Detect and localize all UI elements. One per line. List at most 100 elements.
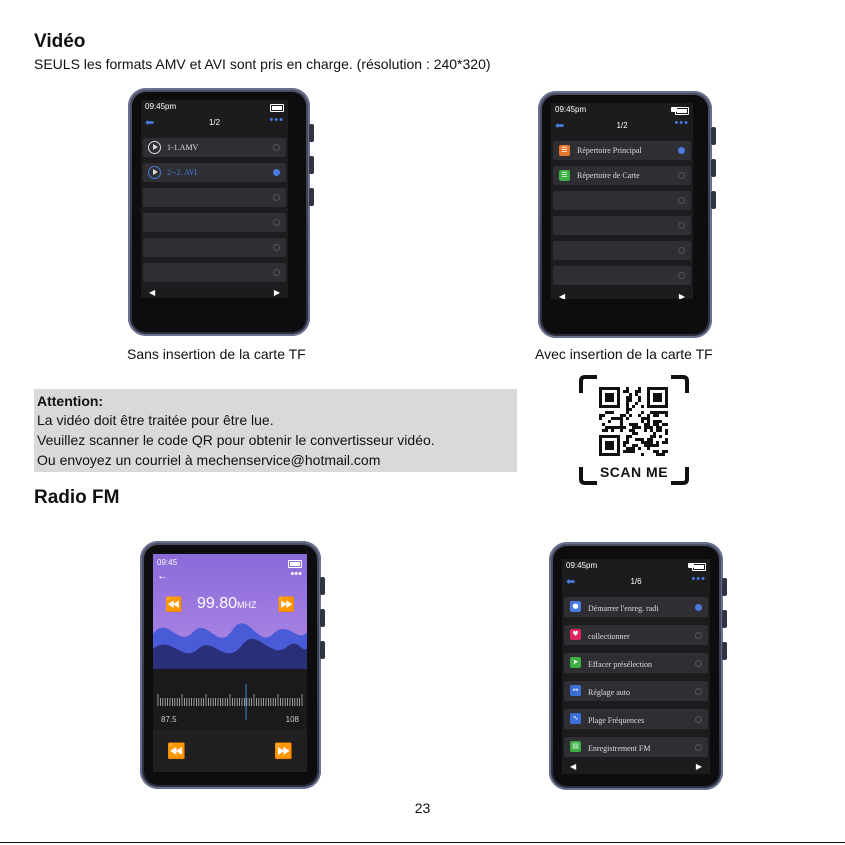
seek-forward-icon[interactable]: ⏩ — [277, 596, 295, 612]
video-device-with-card: 09:45pm ⬅ 1/2 ••• ☰ Répertoire Principal… — [538, 91, 716, 338]
more-icon[interactable]: ••• — [290, 568, 302, 580]
radio-menu-item[interactable]: ∿Plage Fréquences — [564, 709, 708, 729]
battery-icon — [270, 104, 284, 112]
empty-row[interactable] — [143, 263, 286, 282]
frequency-display: 99.80MHZ — [197, 595, 257, 613]
prev-arrow-icon[interactable]: ◀ — [570, 762, 577, 771]
radio-button[interactable] — [678, 247, 685, 254]
more-icon[interactable]: ••• — [691, 573, 706, 585]
radio-player-device: 09:45 ← ••• ⏪ 99.80MHZ ⏩ 87.5 108 ⏪ ⏩ — [140, 541, 325, 789]
attention-box: Attention: La vidéo doit être traitée po… — [34, 389, 517, 472]
folder-icon: ☰ — [559, 145, 570, 156]
radio-menu-item[interactable]: ● Démarrer l'enreg. radi — [564, 597, 708, 617]
radio-button[interactable] — [678, 172, 685, 179]
scale-max-label: 108 — [285, 715, 299, 724]
qr-label: SCAN ME — [599, 464, 669, 480]
radio-menu-item[interactable]: ➤Effacer présélection — [564, 653, 708, 673]
next-arrow-icon[interactable]: ▶ — [273, 288, 280, 297]
prev-arrow-icon[interactable]: ◀ — [559, 292, 566, 299]
frequency-scale[interactable] — [156, 684, 304, 724]
folder-row[interactable]: ☰ Répertoire de Carte — [553, 166, 691, 185]
prev-station-icon[interactable]: ⏪ — [167, 743, 186, 760]
heart-icon: ♥ — [570, 629, 581, 640]
back-arrow-icon[interactable]: ← — [157, 570, 168, 582]
file-name: 2--2. AVI — [167, 168, 198, 177]
more-icon[interactable]: ••• — [269, 114, 284, 126]
battery-icon — [675, 107, 689, 115]
folder-row[interactable]: ☰ Répertoire Principal — [553, 141, 691, 160]
next-station-icon[interactable]: ⏩ — [274, 743, 293, 760]
status-time: 09:45pm — [145, 102, 177, 111]
footer-rule — [0, 842, 845, 843]
battery-icon — [692, 563, 706, 571]
play-icon — [148, 166, 161, 179]
empty-row[interactable] — [553, 216, 691, 235]
empty-row[interactable] — [143, 238, 286, 257]
radio-menu-item[interactable]: ▤Enregistrement FM — [564, 737, 708, 757]
scale-min-label: 87.5 — [161, 715, 177, 724]
waveform-graphic — [153, 623, 307, 674]
file-name: 1-1.AMV — [167, 143, 199, 152]
microphone-icon: ● — [570, 601, 581, 612]
radio-button[interactable] — [273, 194, 280, 201]
attention-line: Veuillez scanner le code QR pour obtenir… — [37, 432, 435, 448]
radio-menu-device: 09:45pm ⬅ 1/6 ••• ● Démarrer l'enreg. rad… — [549, 542, 727, 790]
radio-button[interactable] — [695, 688, 702, 695]
radio-button[interactable] — [678, 272, 685, 279]
radio-button[interactable] — [678, 197, 685, 204]
next-arrow-icon[interactable]: ▶ — [695, 762, 702, 771]
empty-row[interactable] — [553, 241, 691, 260]
radio-menu-label: Démarrer l'enreg. radi — [588, 604, 659, 613]
video-screen-with-card: 09:45pm ⬅ 1/2 ••• ☰ Répertoire Principal… — [551, 103, 693, 299]
back-arrow-icon[interactable]: ⬅ — [566, 576, 576, 588]
radio-menu-label: Réglage auto — [588, 688, 630, 697]
radio-button[interactable] — [695, 716, 702, 723]
page-indicator: 1/2 — [616, 121, 628, 130]
radio-button-selected[interactable] — [695, 604, 702, 611]
file-row[interactable]: 1-1.AMV — [143, 138, 286, 157]
radio-button-selected[interactable] — [273, 169, 280, 176]
page-indicator: 1/2 — [208, 118, 221, 127]
seek-back-icon[interactable]: ⏪ — [165, 596, 183, 612]
frequency-value: 99.80 — [197, 595, 238, 612]
radio-button[interactable] — [678, 222, 685, 229]
radio-button[interactable] — [273, 144, 280, 151]
folder-name: Répertoire de Carte — [577, 171, 640, 180]
back-arrow-icon[interactable]: ⬅ — [145, 117, 155, 129]
next-arrow-icon[interactable]: ▶ — [678, 292, 685, 299]
status-time: 09:45pm — [555, 105, 587, 114]
radio-menu-label: Plage Fréquences — [588, 716, 645, 725]
radio-button[interactable] — [695, 660, 702, 667]
sd-card-icon — [671, 107, 677, 112]
radio-button[interactable] — [273, 219, 280, 226]
folder-name: Répertoire Principal — [577, 146, 642, 155]
empty-row[interactable] — [143, 213, 286, 232]
empty-row[interactable] — [553, 266, 691, 285]
play-icon — [148, 141, 161, 154]
prev-arrow-icon[interactable]: ◀ — [149, 288, 156, 297]
status-time: 09:45pm — [566, 561, 598, 570]
empty-row[interactable] — [143, 188, 286, 207]
back-arrow-icon[interactable]: ⬅ — [555, 120, 565, 132]
radio-button[interactable] — [273, 269, 280, 276]
sd-card-icon — [688, 563, 694, 568]
more-icon[interactable]: ••• — [674, 117, 689, 129]
radio-button[interactable] — [695, 744, 702, 751]
page-indicator: 1/6 — [630, 577, 642, 586]
radio-button-selected[interactable] — [678, 147, 685, 154]
radio-menu-item[interactable]: ♥collectionner — [564, 625, 708, 645]
battery-icon — [288, 560, 302, 568]
qr-code[interactable]: SCAN ME — [579, 375, 689, 485]
file-row[interactable]: 2--2. AVI — [143, 163, 286, 182]
radio-button[interactable] — [695, 632, 702, 639]
page-number: 23 — [414, 800, 431, 816]
radio-button[interactable] — [273, 244, 280, 251]
attention-title: Attention: — [37, 393, 104, 409]
video-subtitle: SEULS les formats AMV et AVI sont pris e… — [34, 56, 491, 72]
radio-menu-item[interactable]: ↔ Réglage auto — [564, 681, 708, 701]
frequency-unit: MHZ — [237, 600, 257, 610]
empty-row[interactable] — [553, 191, 691, 210]
tuning-icon: ↔ — [570, 685, 581, 696]
radio-menu-screen: 09:45pm ⬅ 1/6 ••• ● Démarrer l'enreg. rad… — [562, 559, 710, 774]
video-device-no-card: 09:45pm ⬅ 1/2 ••• 1-1.AMV 2--2. AVI ◀ ▶ — [128, 88, 314, 336]
